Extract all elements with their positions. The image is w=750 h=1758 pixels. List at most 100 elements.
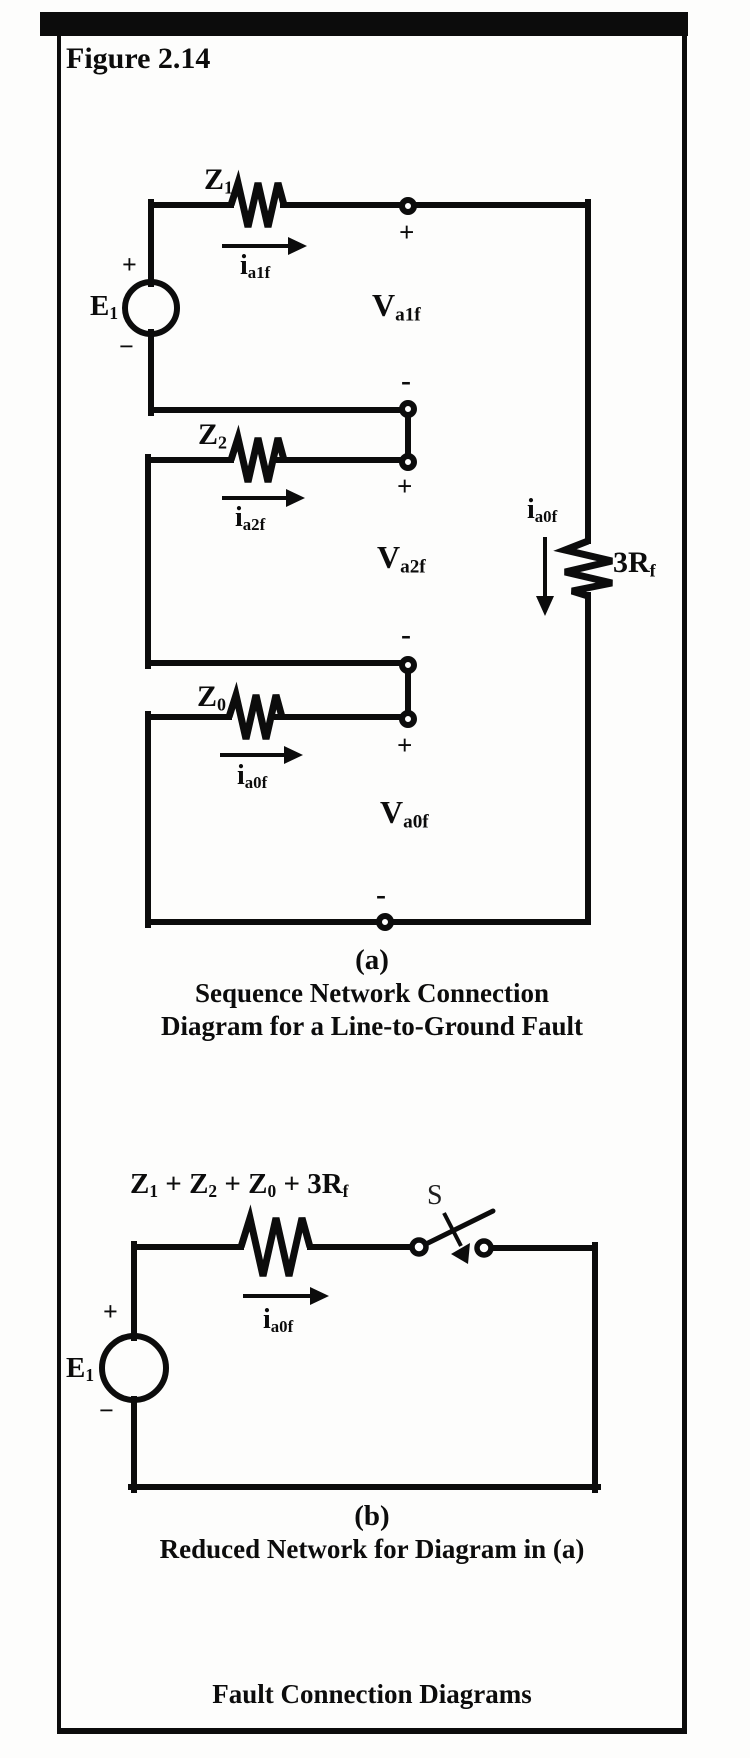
z1-sub: 1 [224,177,234,198]
b-imp-0-sub: 1 [149,1181,159,1202]
switch-contact-left [409,1237,429,1257]
va2f-plus-sign: + [397,471,413,501]
switch-contact-right [474,1238,494,1258]
figure-title-text: Figure 2.14 [66,42,211,75]
switch-close-arrowhead [451,1243,470,1264]
b-imp-1-sub: 2 [208,1181,218,1202]
figure-title: Figure 2.14 [66,44,210,74]
ia0f-branch-main: i [527,494,535,525]
terminal-node-va2f-plus [399,453,417,471]
z2-sub: 2 [218,432,228,453]
z0-sub: 0 [217,694,227,715]
circuit-b-wires [128,1241,601,1493]
e1a-minus-sign: − [119,332,134,361]
va2f-minus-sign: - [401,618,411,651]
current-arrowhead-ia0f-b [310,1287,329,1305]
e1b-plus-sign: + [103,1297,118,1326]
resistor-3rf-symbol [553,537,613,600]
rf-main: 3R [613,546,650,579]
current-arrowhead-ia1f [288,237,307,255]
ia1f-sub: a1f [247,263,271,283]
va0f-minus-sign: - [376,878,386,911]
va1f-sub: a1f [395,304,421,326]
rf-sub: f [649,560,656,581]
caption-b-line: Reduced Network for Diagram in (a) [159,1534,585,1564]
footer-caption: Fault Connection Diagrams [212,1679,532,1709]
z1-label: Z1 [204,163,234,198]
resistor-z0-symbol [225,681,286,740]
ia0f-b-sub: a0f [270,1317,294,1337]
switch-close-arrow [442,1212,463,1247]
e1b-main: E [66,1352,86,1384]
source-e1-circle [122,279,180,337]
ia1f-main: i [240,250,248,281]
terminal-node-va1f-plus [399,197,417,215]
va0f-main: V [380,794,404,830]
caption-a-line2: Diagram for a Line-to-Ground Fault [161,1011,583,1041]
b-imp-3-sub: f [342,1181,349,1202]
circuit-b [99,1204,601,1493]
e1b-minus-sign: − [99,1396,114,1425]
ia0f-main: i [237,760,245,791]
frame-left-border [57,30,61,1732]
e1a-sub: 1 [109,303,119,324]
e1b-label: E1 [66,1354,94,1385]
va0f-sub: a0f [403,811,429,833]
z2-label: Z2 [198,418,228,453]
e1b-sub: 1 [85,1365,95,1386]
va2f-sub: a2f [400,556,426,578]
resistor-total-symbol [237,1204,314,1277]
frame-right-border [682,30,687,1732]
va1f-minus-sign: - [401,364,411,397]
ia0f-label: ia0f [237,762,267,792]
source-e1b-circle [99,1333,169,1403]
ia2f-sub: a2f [242,515,266,535]
caption-b-tag: (b) [354,1500,390,1532]
va1f-label: Va1f [372,289,421,325]
b-impedance-label: Z1 + Z2 + Z0 + 3Rf [130,1170,348,1201]
circuit-a [122,169,613,931]
rf-label: 3Rf [613,546,656,581]
b-imp-2-main: + Z [217,1168,268,1200]
switch-label: S [427,1180,443,1211]
terminal-node-va0f-plus [399,710,417,728]
resistor-z1-symbol [227,169,288,228]
va1f-plus-sign: + [399,217,415,247]
ia0f-b-label: ia0f [263,1306,293,1336]
ia1f-label: ia1f [240,252,270,282]
terminal-node-va2f-minus [399,656,417,674]
ia0f-sub: a0f [244,773,268,793]
e1a-label: E1 [90,292,118,323]
ia0f-branch-label: ia0f [527,496,557,526]
va2f-label: Va2f [377,541,426,577]
ia0f-b-main: i [263,1304,271,1335]
caption-a: (a) Sequence Network Connection Diagram … [57,943,687,1043]
z0-main: Z [197,680,218,713]
e1a-main: E [90,290,110,322]
switch-blade [423,1208,496,1247]
circuit-a-wires [145,199,591,928]
current-arrowhead-ia0f [284,746,303,764]
terminal-node-va1f-minus [399,400,417,418]
caption-a-tag: (a) [355,944,389,976]
b-imp-0-main: Z [130,1168,150,1200]
va0f-plus-sign: + [397,730,413,760]
z2-main: Z [198,418,219,451]
va1f-main: V [372,287,396,323]
b-imp-2-sub: 0 [267,1181,277,1202]
ia0f-branch-sub: a0f [534,507,558,527]
ia2f-main: i [235,502,243,533]
frame-top-bar [40,12,688,36]
va0f-label: Va0f [380,796,429,832]
b-imp-1-main: + Z [158,1168,209,1200]
z1-main: Z [204,163,225,196]
current-arrowhead-ia2f [286,489,305,507]
e1a-plus-sign: + [122,250,137,279]
terminal-node-va0f-minus [376,913,394,931]
resistor-z2-symbol [227,424,288,483]
b-imp-3-main: + 3R [276,1168,343,1200]
current-arrowhead-ia0f-branch [536,596,554,616]
z0-label: Z0 [197,680,227,715]
